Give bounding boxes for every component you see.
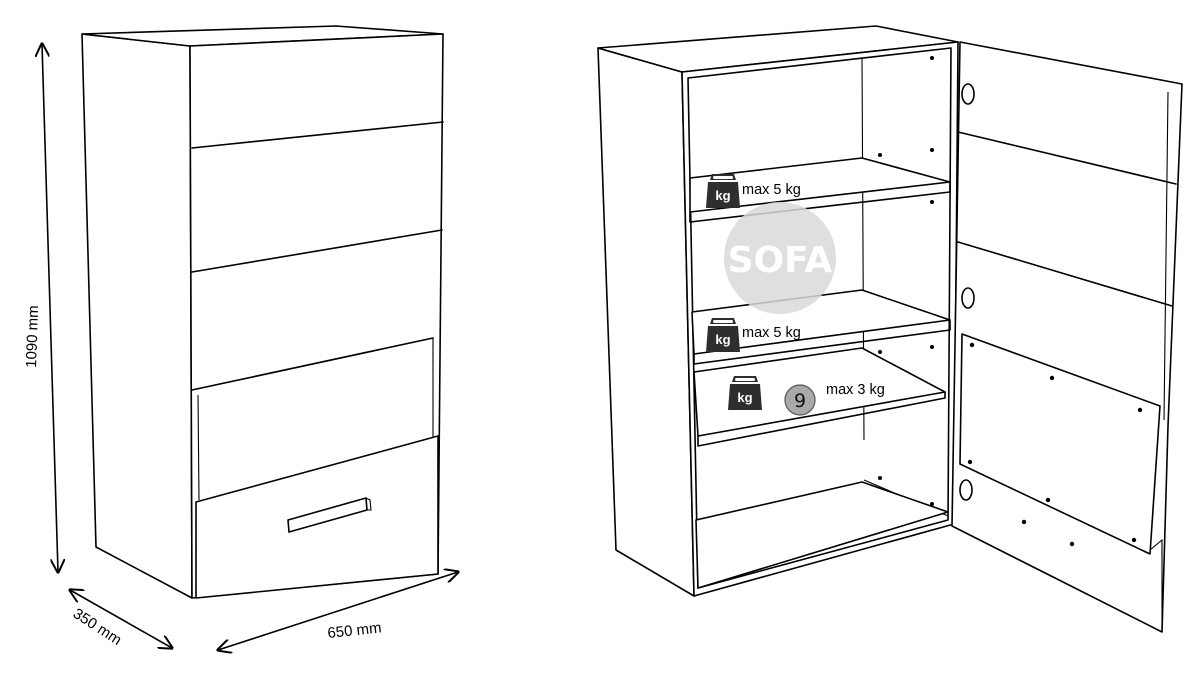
front-panel-line-1 bbox=[191, 121, 444, 149]
lower-door-edge bbox=[197, 394, 200, 501]
weight-icon: kg bbox=[706, 318, 740, 352]
door-edge bbox=[1163, 91, 1169, 421]
depth-label: 350 mm bbox=[70, 605, 125, 649]
svg-text:kg: kg bbox=[737, 390, 752, 405]
door-screw-holes bbox=[967, 342, 1143, 547]
height-label: 1090 mm bbox=[23, 305, 42, 368]
hinge-icon-bottom bbox=[959, 479, 973, 501]
glass-shelf-load-label: max 3 kg bbox=[826, 382, 885, 398]
closed-cabinet bbox=[81, 25, 444, 599]
width-label: 650 mm bbox=[327, 619, 383, 642]
door-panel-line-1 bbox=[957, 131, 1177, 185]
weight-icon: kg bbox=[706, 174, 740, 208]
weight-icon: kg bbox=[728, 376, 762, 410]
shelf-1-load-label: max 5 kg bbox=[742, 182, 801, 198]
shelf-2-load: kg max 5 kg bbox=[706, 318, 801, 352]
height-arrow bbox=[42, 44, 58, 572]
svg-text:kg: kg bbox=[715, 188, 730, 203]
glass-badge-number: 9 bbox=[794, 390, 806, 412]
door-lower-edge bbox=[1149, 538, 1163, 632]
front-panel-line-3 bbox=[191, 337, 434, 391]
shelf-2-load-label: max 5 kg bbox=[742, 325, 801, 341]
sofa-watermark: SOFA bbox=[724, 202, 836, 314]
hinge-icon-middle bbox=[961, 287, 975, 309]
shelf-2-edge bbox=[693, 319, 951, 365]
shelf-1-load: kg max 5 kg bbox=[706, 174, 801, 208]
hinge-icon-top bbox=[961, 83, 975, 105]
drawer-handle-edge bbox=[365, 497, 372, 511]
shelf-pin-holes bbox=[878, 56, 934, 506]
open-cabinet bbox=[597, 25, 1183, 633]
glass-shelf-edge bbox=[697, 391, 946, 447]
dimension-lines bbox=[42, 44, 458, 650]
cabinet-interior bbox=[687, 47, 952, 589]
svg-text:kg: kg bbox=[715, 332, 730, 347]
front-panel-line-2 bbox=[191, 229, 443, 273]
shelf-1-edge bbox=[689, 181, 951, 223]
glass-shelf-load: kg 9 max 3 kg bbox=[728, 376, 885, 416]
watermark-logo: SOFA bbox=[728, 240, 833, 281]
door-panel-line-2 bbox=[957, 241, 1173, 307]
cabinet-side-panel bbox=[81, 33, 193, 599]
bottom-shelf bbox=[695, 481, 949, 589]
watermark-circle bbox=[724, 202, 836, 314]
glass-badge: 9 bbox=[784, 384, 816, 416]
width-arrow bbox=[218, 572, 458, 650]
depth-arrow bbox=[70, 590, 172, 648]
door-hinges bbox=[959, 83, 975, 501]
door-inner-panel bbox=[959, 333, 1161, 555]
open-cabinet-side bbox=[597, 47, 695, 597]
